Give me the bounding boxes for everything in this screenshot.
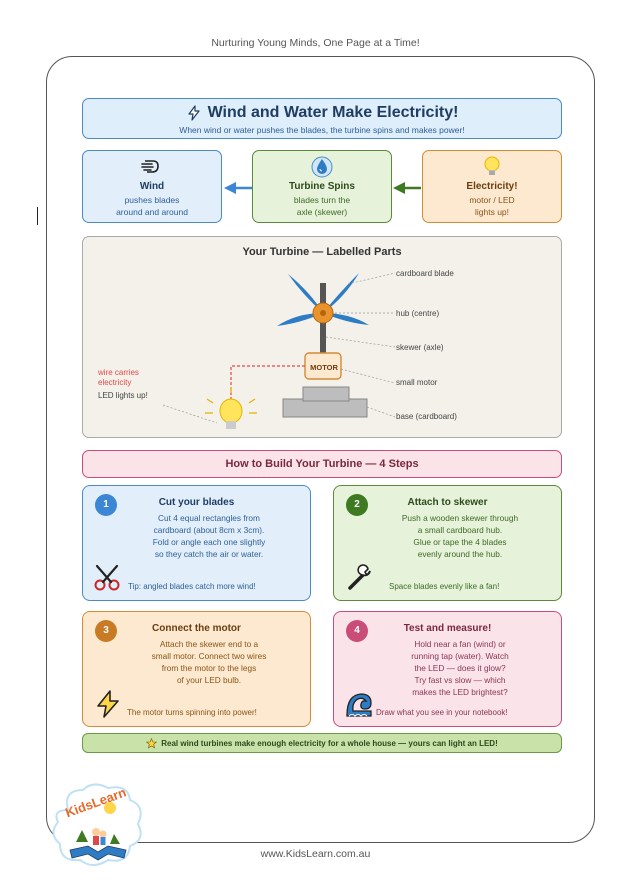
wind-icon <box>141 160 159 173</box>
base-label: base (cardboard) <box>396 412 457 421</box>
turbine-diagram: Your Turbine — Labelled Parts MOTOR card… <box>82 236 562 438</box>
kidslearn-logo: KidsLearn <box>52 783 142 866</box>
tagline: Nurturing Young Minds, One Page at a Tim… <box>211 37 420 49</box>
skewer-label: skewer (axle) <box>396 343 444 352</box>
flow-arrow-wind <box>224 182 252 194</box>
steps-heading: How to Build Your Turbine — 4 Steps <box>82 450 562 478</box>
page-title: Wind and Water Make Electricity! <box>207 104 459 121</box>
step-card-3: 3 Connect the motor Attach the skewer en… <box>82 611 311 727</box>
step-card-2: 2 Attach to skewer Push a wooden skewer … <box>333 485 562 601</box>
step-heading: Connect the motor <box>152 623 241 634</box>
step-card-1: 1 Cut your blades Cut 4 equal rectangles… <box>82 485 311 601</box>
motor-box-label: MOTOR <box>310 363 338 372</box>
step-tip: The motor turns spinning into power! <box>127 708 257 717</box>
lightning-icon <box>187 105 200 121</box>
blade-label: cardboard blade <box>396 269 454 278</box>
lightning-icon <box>97 690 119 718</box>
scissors-icon <box>94 564 120 591</box>
step-heading: Cut your blades <box>158 497 235 508</box>
turbine-illustration <box>162 272 396 429</box>
step-tip: Draw what you see in your notebook! <box>376 708 508 717</box>
step-number: 4 <box>346 620 368 642</box>
flow-arrow-electricity <box>393 182 421 194</box>
step-tip: Space blades evenly like a fan! <box>389 582 500 591</box>
wrench-icon <box>348 564 371 590</box>
light-bulb-icon <box>484 156 500 175</box>
led-label: LED lights up! <box>98 391 148 400</box>
diagram-title: Your Turbine — Labelled Parts <box>242 246 402 258</box>
step-heading: Attach to skewer <box>407 497 488 508</box>
title-banner: Wind and Water Make Electricity! When wi… <box>82 98 562 139</box>
step-heading: Test and measure! <box>403 623 492 634</box>
water-drop-icon <box>311 156 333 178</box>
page-subtitle: When wind or water pushes the blades, th… <box>179 125 465 135</box>
wave-icon <box>346 693 372 717</box>
step-card-4: 4 Test and measure! Hold near a fan (win… <box>333 611 562 727</box>
page-frame <box>46 56 595 843</box>
step-tip: Tip: angled blades catch more wind! <box>128 582 256 591</box>
footer-url: www.KidsLearn.com.au <box>260 848 371 860</box>
text-cursor <box>37 207 38 225</box>
step-number: 1 <box>95 494 117 516</box>
hub-label: hub (centre) <box>396 309 440 318</box>
fun-fact-banner: Real wind turbines make enough electrici… <box>82 733 562 753</box>
flow-heading: Wind <box>139 181 165 192</box>
flow-heading: Turbine Spins <box>289 181 355 192</box>
star-icon <box>146 737 158 749</box>
motor-label: small motor <box>396 378 438 387</box>
flow-heading: Electricity! <box>466 181 518 192</box>
step-number: 3 <box>95 620 117 642</box>
step-number: 2 <box>346 494 368 516</box>
fun-fact-text: Real wind turbines make enough electrici… <box>161 738 498 748</box>
